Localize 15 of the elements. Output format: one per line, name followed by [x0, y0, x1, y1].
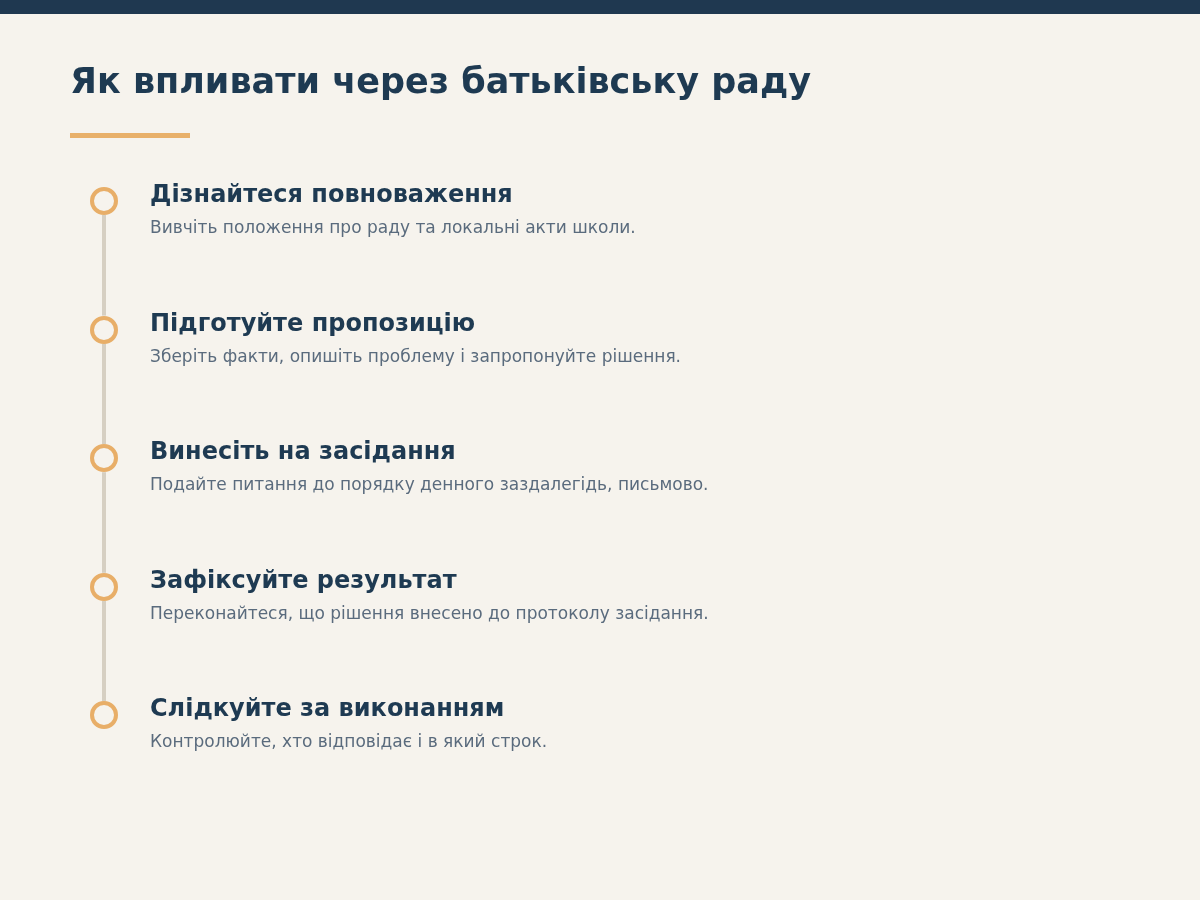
step-description: Контролюйте, хто відповідає і в який строк. [150, 730, 548, 753]
page-title: Як впливати через батьківську раду [70, 60, 811, 103]
step-heading: Зафіксуйте результат [150, 564, 458, 595]
step-heading: Дізнайтеся повноваження [150, 179, 514, 209]
step-description: Подайте питання до порядку денного заздалегідь, письмово. [150, 473, 709, 496]
step-description: Переконайтеся, що рішення внесено до протоколу засідання. [150, 601, 709, 624]
step-heading: Слідкуйте за виконанням [150, 693, 506, 724]
timeline-connector [102, 215, 106, 316]
step-heading: Винесіть на засідання [150, 436, 457, 467]
step-description: Зберіть факти, опишіть проблему і запропонуйте рішення. [150, 344, 682, 367]
timeline-connector [102, 600, 106, 702]
step-description: Вивчіть положення про раду та локальні акти школи. [150, 216, 636, 238]
timeline-connector [102, 472, 106, 573]
timeline-connector [102, 343, 106, 445]
step-heading: Підготуйте пропозицію [150, 307, 477, 338]
